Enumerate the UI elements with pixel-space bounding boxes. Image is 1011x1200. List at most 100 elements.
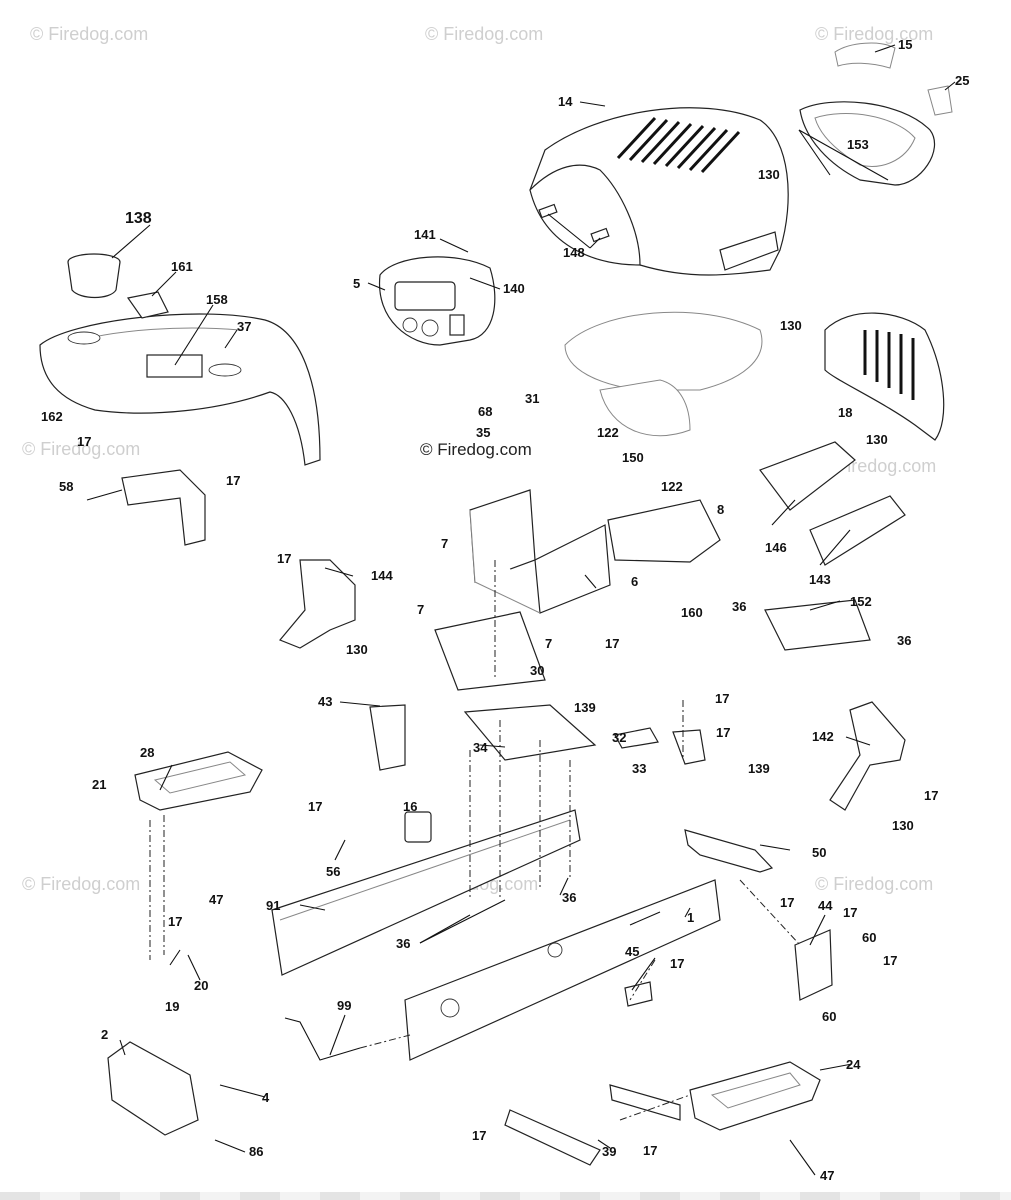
- watermark-top-center: © Firedog.com: [425, 24, 543, 44]
- callout-140: 140: [503, 281, 525, 296]
- callout-36-cover-left: 36: [732, 599, 746, 614]
- front-axle-bracket-drawing: [794, 929, 833, 1001]
- seat-bracket-drawing: [614, 727, 659, 749]
- fuel-cap-drawing: [126, 291, 169, 319]
- callout-7-middle: 7: [417, 602, 424, 617]
- hood-drawing: [529, 107, 789, 276]
- callout-130-brake: 130: [892, 818, 914, 833]
- callout-45: 45: [625, 944, 639, 959]
- callout-1: 1: [687, 910, 694, 925]
- callout-7-lower: 7: [545, 636, 552, 651]
- hitch-plate-drawing: [107, 1041, 199, 1136]
- callout-labels: 15 25 14 153 130 138 141 148 161 5 140 1…: [41, 37, 969, 1183]
- callout-162: 162: [41, 409, 63, 424]
- callout-24: 24: [846, 1057, 861, 1072]
- callout-130-grille-bottom: 130: [866, 432, 888, 447]
- callout-160: 160: [681, 605, 703, 620]
- callout-17-bottom-right: 17: [643, 1143, 657, 1158]
- callout-17-frame-top: 17: [308, 799, 322, 814]
- battery-tray-drawing: [434, 611, 546, 691]
- pedal-bracket-drawing: [279, 559, 356, 649]
- callout-152: 152: [850, 594, 872, 609]
- callout-153: 153: [847, 137, 869, 152]
- callout-8: 8: [717, 502, 724, 517]
- callout-142: 142: [812, 729, 834, 744]
- callout-139-lower: 139: [748, 761, 770, 776]
- callout-144: 144: [371, 568, 393, 583]
- callout-36-cover-right: 36: [897, 633, 911, 648]
- callout-25: 25: [955, 73, 969, 88]
- callout-15: 15: [898, 37, 912, 52]
- callout-16: 16: [403, 799, 417, 814]
- callout-7-upper: 7: [441, 536, 448, 551]
- callout-17-brake: 17: [924, 788, 938, 803]
- callout-68: 68: [478, 404, 492, 419]
- callout-20: 20: [194, 978, 208, 993]
- callout-47-right: 47: [820, 1168, 834, 1183]
- fender-drawing: [39, 313, 321, 466]
- lower-shield-drawing: [809, 495, 906, 566]
- hood-vents: [616, 116, 741, 174]
- side-shield-drawing: [759, 441, 856, 511]
- callout-138: 138: [125, 210, 152, 227]
- front-grille-drawing: [824, 312, 945, 441]
- callout-56: 56: [326, 864, 340, 879]
- fender-bracket-drawing: [121, 469, 206, 546]
- watermark-low-left: © Firedog.com: [22, 874, 140, 894]
- callout-17-fender-right: 17: [226, 473, 240, 488]
- dash-panel-drawing: [378, 256, 496, 346]
- callout-14: 14: [558, 94, 573, 109]
- callout-150: 150: [622, 450, 644, 465]
- clip-bracket-drawing: [624, 981, 653, 1007]
- callout-32: 32: [612, 730, 626, 745]
- callout-17-axle: 17: [843, 905, 857, 920]
- callout-31: 31: [525, 391, 539, 406]
- callout-146: 146: [765, 540, 787, 555]
- callout-19: 19: [165, 999, 179, 1014]
- cover-plate-drawing: [764, 599, 871, 651]
- headlight-lens-drawing: [834, 42, 896, 69]
- grommet-drawing: [404, 811, 432, 843]
- callout-2: 2: [101, 1027, 108, 1042]
- callout-139-upper: 139: [574, 700, 596, 715]
- leader-lines: [86, 44, 956, 1176]
- callout-17-battery: 17: [605, 636, 619, 651]
- battery-box-drawing: [469, 489, 611, 614]
- dash-tower-drawing: [564, 311, 763, 437]
- callout-17-axle-right: 17: [883, 953, 897, 968]
- callout-18: 18: [838, 405, 852, 420]
- callout-4: 4: [262, 1090, 270, 1105]
- callout-17-seat-mid: 17: [716, 725, 730, 740]
- callout-6: 6: [631, 574, 638, 589]
- callout-17-pedal: 17: [277, 551, 291, 566]
- callout-39: 39: [602, 1144, 616, 1159]
- callout-17-fender-left: 17: [77, 434, 91, 449]
- callout-130-hood: 130: [758, 167, 780, 182]
- callout-17-bottom-left: 17: [472, 1128, 486, 1143]
- callout-43: 43: [318, 694, 332, 709]
- watermark-top-right: © Firedog.com: [815, 24, 933, 44]
- callout-36-frame-left: 36: [396, 936, 410, 951]
- watermark-top-left: © Firedog.com: [30, 24, 148, 44]
- callout-60-lower: 60: [822, 1009, 836, 1024]
- callout-122-lower: 122: [661, 479, 683, 494]
- callout-148: 148: [563, 245, 585, 260]
- lower-bracket-drawing: [504, 1109, 601, 1166]
- callout-122-upper: 122: [597, 425, 619, 440]
- callout-60-upper: 60: [862, 930, 876, 945]
- callout-143: 143: [809, 572, 831, 587]
- callout-30: 30: [530, 663, 544, 678]
- callout-130-pedal: 130: [346, 642, 368, 657]
- callout-17-clip: 17: [670, 956, 684, 971]
- callout-36-frame-right: 36: [562, 890, 576, 905]
- watermark-low-right: © Firedog.com: [815, 874, 933, 894]
- callout-50: 50: [812, 845, 826, 860]
- callout-28: 28: [140, 745, 154, 760]
- right-frame-drawing: [404, 879, 721, 1061]
- callout-21: 21: [92, 777, 106, 792]
- callout-158: 158: [206, 292, 228, 307]
- callout-17-footrest: 17: [168, 914, 182, 929]
- callout-17-seat-top: 17: [715, 691, 729, 706]
- side-plate-drawing: [369, 704, 406, 771]
- assembly-lines: [149, 560, 801, 1121]
